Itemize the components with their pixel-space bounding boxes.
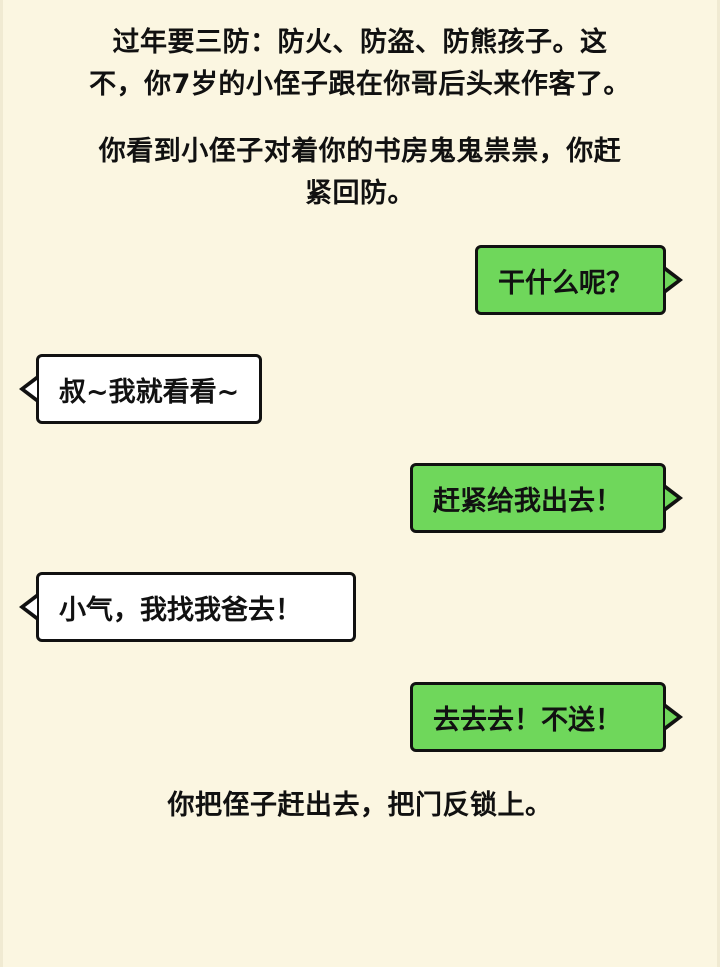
dialogue-text: 小气，我找我爸去！ bbox=[59, 594, 302, 626]
observation-line-1: 你看到小侄子对着你的书房鬼鬼祟祟，你赶 bbox=[98, 136, 622, 167]
bubble-tail-fill bbox=[25, 380, 37, 398]
bubble-tail-fill bbox=[25, 598, 37, 616]
dialogue-bubble-me-1[interactable]: 干什么呢？ bbox=[475, 245, 683, 315]
ending-narration: 你把侄子赶出去，把门反锁上。 bbox=[30, 785, 690, 827]
observation-line-2: 紧回防。 bbox=[305, 178, 415, 209]
intro-line-2: 不，你7岁的小侄子跟在你哥后头来作客了。 bbox=[89, 69, 631, 100]
bubble-tail-fill bbox=[665, 271, 677, 289]
dialogue-bubble-nephew-1[interactable]: 叔~我就看看~ bbox=[19, 354, 262, 424]
dialogue-bubble-me-3[interactable]: 去去去！不送！ bbox=[410, 682, 683, 752]
bubble-tail-fill bbox=[665, 708, 677, 726]
dialogue-bubble-nephew-2[interactable]: 小气，我找我爸去！ bbox=[19, 572, 356, 642]
intro-line-1: 过年要三防：防火、防盗、防熊孩子。这 bbox=[112, 27, 608, 58]
dialogue-bubble-me-2[interactable]: 赶紧给我出去！ bbox=[410, 463, 683, 533]
bubble-tail-fill bbox=[665, 489, 677, 507]
ending-line: 你把侄子赶出去，把门反锁上。 bbox=[167, 790, 553, 821]
dialogue-text: 赶紧给我出去！ bbox=[433, 485, 622, 517]
observation-narration: 你看到小侄子对着你的书房鬼鬼祟祟，你赶 紧回防。 bbox=[30, 131, 690, 215]
dialogue-text: 叔~我就看看~ bbox=[59, 376, 240, 408]
right-edge-strip bbox=[717, 0, 720, 967]
dialogue-text: 去去去！不送！ bbox=[433, 704, 622, 736]
intro-narration: 过年要三防：防火、防盗、防熊孩子。这 不，你7岁的小侄子跟在你哥后头来作客了。 bbox=[30, 22, 690, 106]
dialogue-text: 干什么呢？ bbox=[498, 267, 633, 299]
left-edge-strip bbox=[0, 0, 3, 967]
